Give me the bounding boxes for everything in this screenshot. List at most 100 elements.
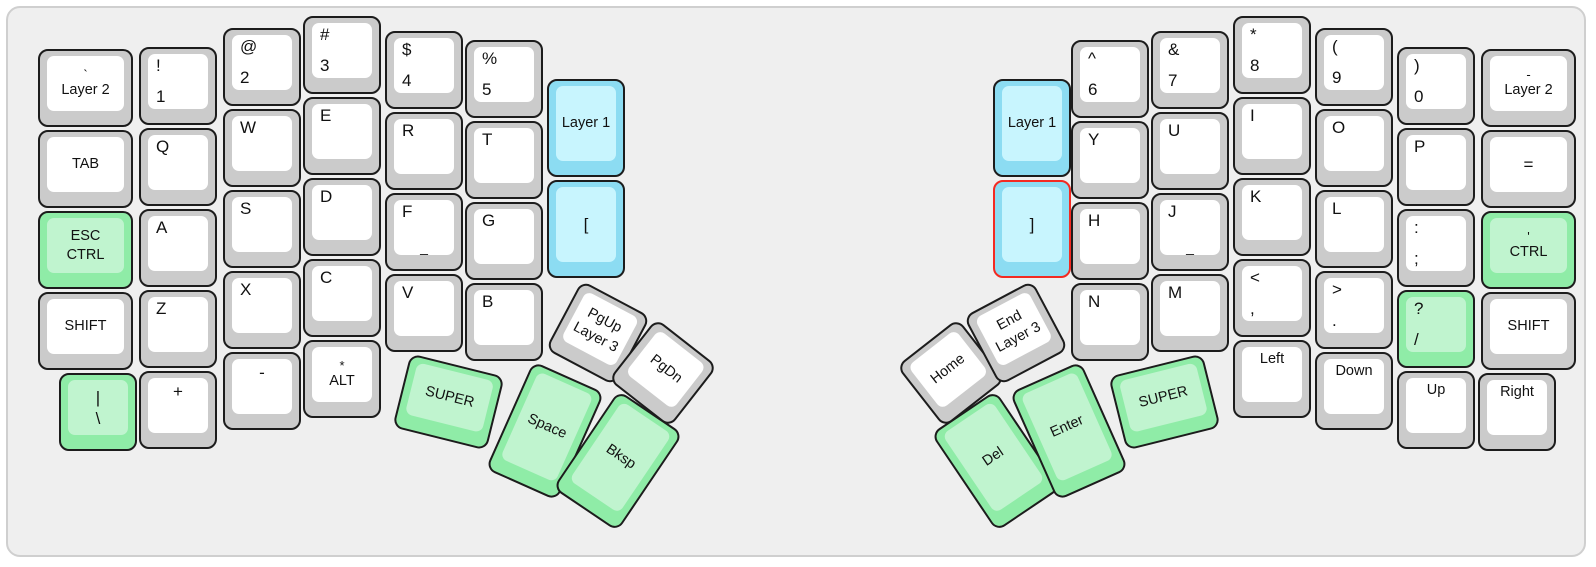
key-layer1-left[interactable]: Layer 1 (547, 79, 625, 177)
key-7[interactable]: &7 (1151, 31, 1229, 109)
key-pipe-backslash[interactable]: |\ (59, 373, 137, 451)
key-i[interactable]: I (1233, 97, 1311, 175)
key-3[interactable]: #3 (303, 16, 381, 94)
key-1[interactable]: !1 (139, 47, 217, 125)
key-q[interactable]: Q (139, 128, 217, 206)
key-comma[interactable]: <, (1233, 259, 1311, 337)
key-label: SUPER (1137, 383, 1190, 411)
key-face: SUPER (1118, 362, 1209, 433)
key-e[interactable]: E (303, 97, 381, 175)
key-left[interactable]: Left (1233, 340, 1311, 418)
key-label: Bksp (602, 441, 639, 473)
key-label: SHIFT (1507, 318, 1550, 334)
key-label: $ (402, 40, 412, 59)
key-face: T (474, 128, 534, 183)
key-h[interactable]: H (1071, 202, 1149, 280)
key-m[interactable]: M (1151, 274, 1229, 352)
key-label: Z (156, 299, 167, 318)
key-minus-layer2[interactable]: -Layer 2 (1481, 49, 1576, 127)
key-quote-ctrl[interactable]: 'CTRL (1481, 211, 1576, 289)
key-t[interactable]: T (465, 121, 543, 199)
key-grave-layer2[interactable]: `Layer 2 (38, 49, 133, 127)
key-question-slash[interactable]: ?/ (1397, 290, 1475, 368)
key-equals[interactable]: = (1481, 130, 1576, 208)
key-label: I (1250, 106, 1255, 125)
key-z[interactable]: Z (139, 290, 217, 368)
key-face: -Layer 2 (1490, 56, 1567, 111)
key-star-alt[interactable]: *ALT (303, 340, 381, 418)
key-face: Z (148, 297, 208, 352)
key-p[interactable]: P (1397, 128, 1475, 206)
key-label: Space (524, 410, 570, 443)
key-face: 'CTRL (1490, 218, 1567, 273)
key-label: 2 (240, 68, 250, 87)
key-v[interactable]: V (385, 274, 463, 352)
key-label: + (173, 382, 183, 401)
key-6[interactable]: ^6 (1071, 40, 1149, 118)
key-tab[interactable]: TAB (38, 130, 133, 208)
key-n[interactable]: N (1071, 283, 1149, 361)
key-label: - (1526, 66, 1531, 82)
key-w[interactable]: W (223, 109, 301, 187)
key-right[interactable]: Right (1478, 373, 1556, 451)
key-face: :; (1406, 216, 1466, 271)
key-lbracket[interactable]: [ (547, 180, 625, 278)
key-d[interactable]: D (303, 178, 381, 256)
key-face: Right (1487, 380, 1547, 435)
key-face: Up (1406, 378, 1466, 433)
key-4[interactable]: $4 (385, 31, 463, 109)
key-rbracket[interactable]: ] (993, 180, 1071, 278)
key-layer1-right[interactable]: Layer 1 (993, 79, 1071, 177)
key-label: O (1332, 118, 1346, 137)
key-face: Y (1080, 128, 1140, 183)
key-label: 7 (1168, 71, 1178, 90)
key-label: Layer 2 (61, 81, 110, 98)
key-face: + (148, 378, 208, 433)
key-minus[interactable]: - (223, 352, 301, 430)
key-x[interactable]: X (223, 271, 301, 349)
key-f[interactable]: F_ (385, 193, 463, 271)
key-r[interactable]: R (385, 112, 463, 190)
key-label: D (320, 187, 333, 206)
key-shift-left[interactable]: SHIFT (38, 292, 133, 370)
key-o[interactable]: O (1315, 109, 1393, 187)
key-j[interactable]: J_ (1151, 193, 1229, 271)
key-9[interactable]: (9 (1315, 28, 1393, 106)
key-face: %5 (474, 47, 534, 102)
key-label: = (1523, 155, 1534, 174)
key-label: A (156, 218, 168, 237)
key-2[interactable]: @2 (223, 28, 301, 106)
key-face: (9 (1324, 35, 1384, 90)
key-l[interactable]: L (1315, 190, 1393, 268)
key-label: Enter (1047, 412, 1087, 441)
key-8[interactable]: *8 (1233, 16, 1311, 94)
key-face: Layer 1 (1002, 86, 1062, 161)
key-face: |\ (68, 380, 128, 435)
key-semicolon[interactable]: :; (1397, 209, 1475, 287)
key-shift-right[interactable]: SHIFT (1481, 292, 1576, 370)
key-b[interactable]: B (465, 283, 543, 361)
key-label: ^ (1088, 49, 1096, 68)
key-s[interactable]: S (223, 190, 301, 268)
key-up[interactable]: Up (1397, 371, 1475, 449)
key-y[interactable]: Y (1071, 121, 1149, 199)
key-g[interactable]: G (465, 202, 543, 280)
key-5[interactable]: %5 (465, 40, 543, 118)
key-label: B (482, 292, 494, 311)
key-down[interactable]: Down (1315, 352, 1393, 430)
key-face: G (474, 209, 534, 264)
key-period[interactable]: >. (1315, 271, 1393, 349)
key-k[interactable]: K (1233, 178, 1311, 256)
key-a[interactable]: A (139, 209, 217, 287)
key-label: M (1168, 283, 1183, 302)
key-label: N (1088, 292, 1101, 311)
key-plus[interactable]: + (139, 371, 217, 449)
key-label: ' (1527, 228, 1530, 244)
key-face: O (1324, 116, 1384, 171)
key-0[interactable]: )0 (1397, 47, 1475, 125)
key-u[interactable]: U (1151, 112, 1229, 190)
key-c[interactable]: C (303, 259, 381, 337)
key-label: C (320, 268, 333, 287)
